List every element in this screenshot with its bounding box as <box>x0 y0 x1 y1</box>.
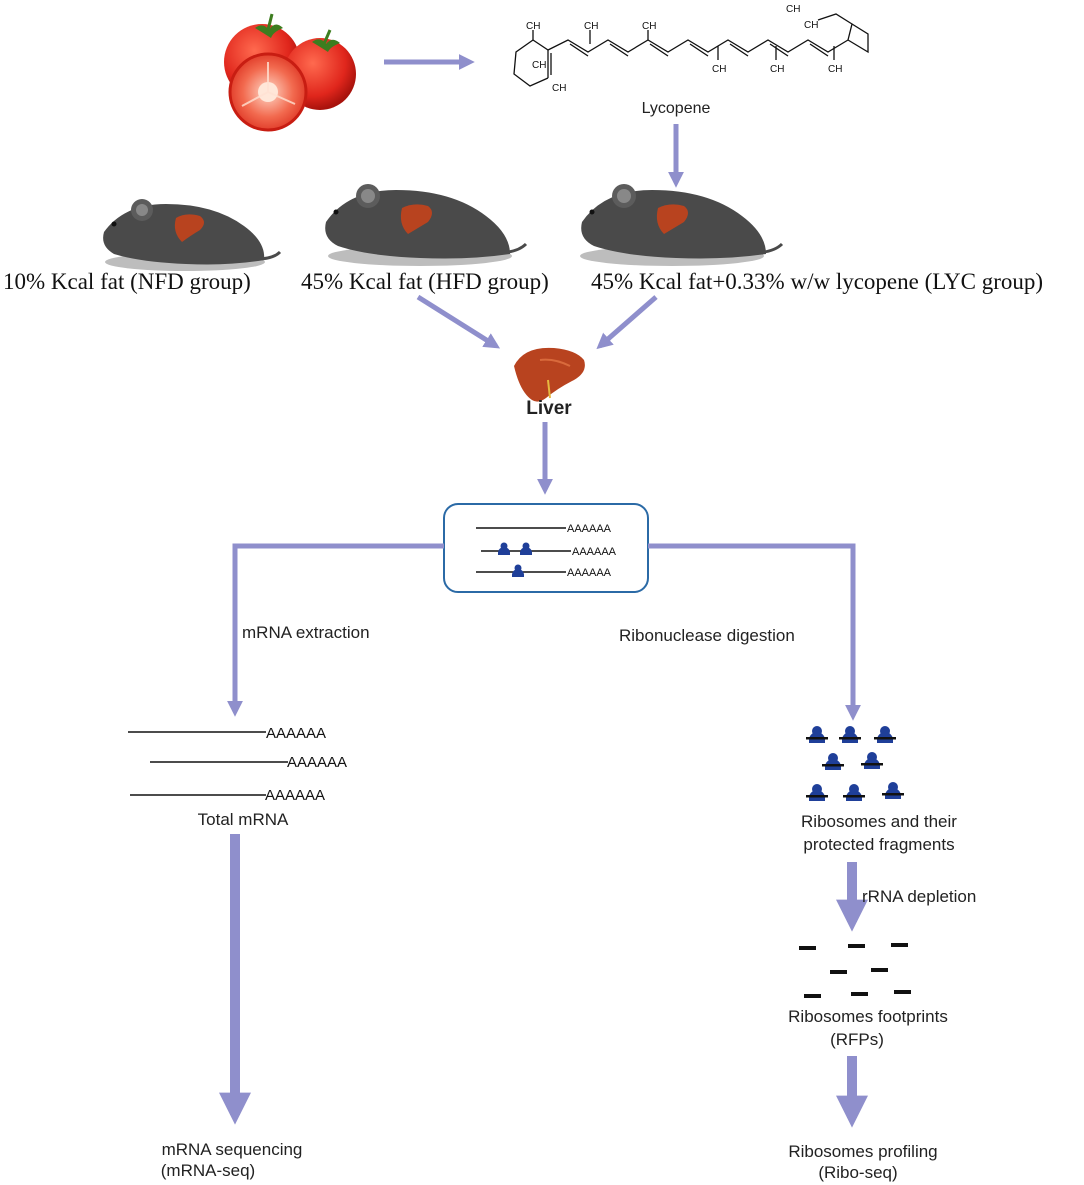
arrow-lyc-to-liver <box>596 295 658 350</box>
arrow-right-branch <box>648 543 862 721</box>
total-mrna-label: Total mRNA <box>198 810 289 829</box>
ch-label: CH <box>828 64 842 75</box>
ribosomes-fragments-label-line1: Ribosomes and their <box>801 812 957 831</box>
total-mrna-polya-2: AAAAAA <box>287 754 347 771</box>
box-ribosome-icons <box>498 542 532 577</box>
total-mrna-polya-1: AAAAAA <box>266 725 326 742</box>
mrna-ribosome-box <box>443 503 649 593</box>
mouse-icon-lyc <box>580 184 784 266</box>
ch-label: CH <box>712 64 726 75</box>
lycopene-label: Lycopene <box>642 100 711 117</box>
ch-label: CH <box>642 21 656 32</box>
group-label-hfd: 45% Kcal fat (HFD group) <box>301 269 549 294</box>
group-label-nfd: 10% Kcal fat (NFD group) <box>3 269 251 294</box>
ch-label: CH <box>770 64 784 75</box>
box-polya-1: AAAAAA <box>567 523 612 535</box>
ribo-seq-label-line2: (Ribo-seq) <box>818 1163 897 1182</box>
rfps-label-line1: Ribosomes footprints <box>788 1007 948 1026</box>
arrow-hfd-to-liver <box>416 294 501 349</box>
step-rrna-depletion: rRNA depletion <box>862 887 976 906</box>
box-polya-2: AAAAAA <box>572 546 617 558</box>
lycopene-structure <box>513 13 869 87</box>
mrna-seq-label-line2: (mRNA-seq) <box>161 1161 255 1180</box>
total-mrna-lines <box>128 731 288 796</box>
rfps-label-line2: (RFPs) <box>830 1030 884 1049</box>
lycopene-ch-labels: CH CH CH CH CH CH CH CH CH CH <box>526 4 842 94</box>
ch-label: CH <box>584 21 598 32</box>
ch-label: CH <box>552 83 566 94</box>
ch-label: CH <box>786 4 800 15</box>
step-ribonuclease-digestion: Ribonuclease digestion <box>619 626 795 645</box>
ribo-seq-label-line1: Ribosomes profiling <box>788 1142 937 1161</box>
liver-label: Liver <box>526 398 572 419</box>
ch-label: CH <box>804 20 818 31</box>
ribosome-fragments <box>806 726 904 801</box>
rfp-fragments <box>799 943 911 998</box>
tomato-icon <box>224 13 356 132</box>
mouse-icon-nfd <box>103 199 282 271</box>
mouse-icon-hfd <box>325 184 528 266</box>
step-mrna-extraction: mRNA extraction <box>242 623 370 642</box>
arrow-left-branch <box>226 543 444 717</box>
liver-icon <box>514 347 585 402</box>
group-label-lyc: 45% Kcal fat+0.33% w/w lycopene (LYC gro… <box>591 269 1043 294</box>
ch-label: CH <box>526 21 540 32</box>
box-polya-3: AAAAAA <box>567 567 612 579</box>
ch-label: CH <box>532 60 546 71</box>
total-mrna-polya-3: AAAAAA <box>265 787 325 804</box>
ribosomes-fragments-label-line2: protected fragments <box>803 835 954 854</box>
mrna-seq-label-line1: mRNA sequencing <box>162 1140 303 1159</box>
